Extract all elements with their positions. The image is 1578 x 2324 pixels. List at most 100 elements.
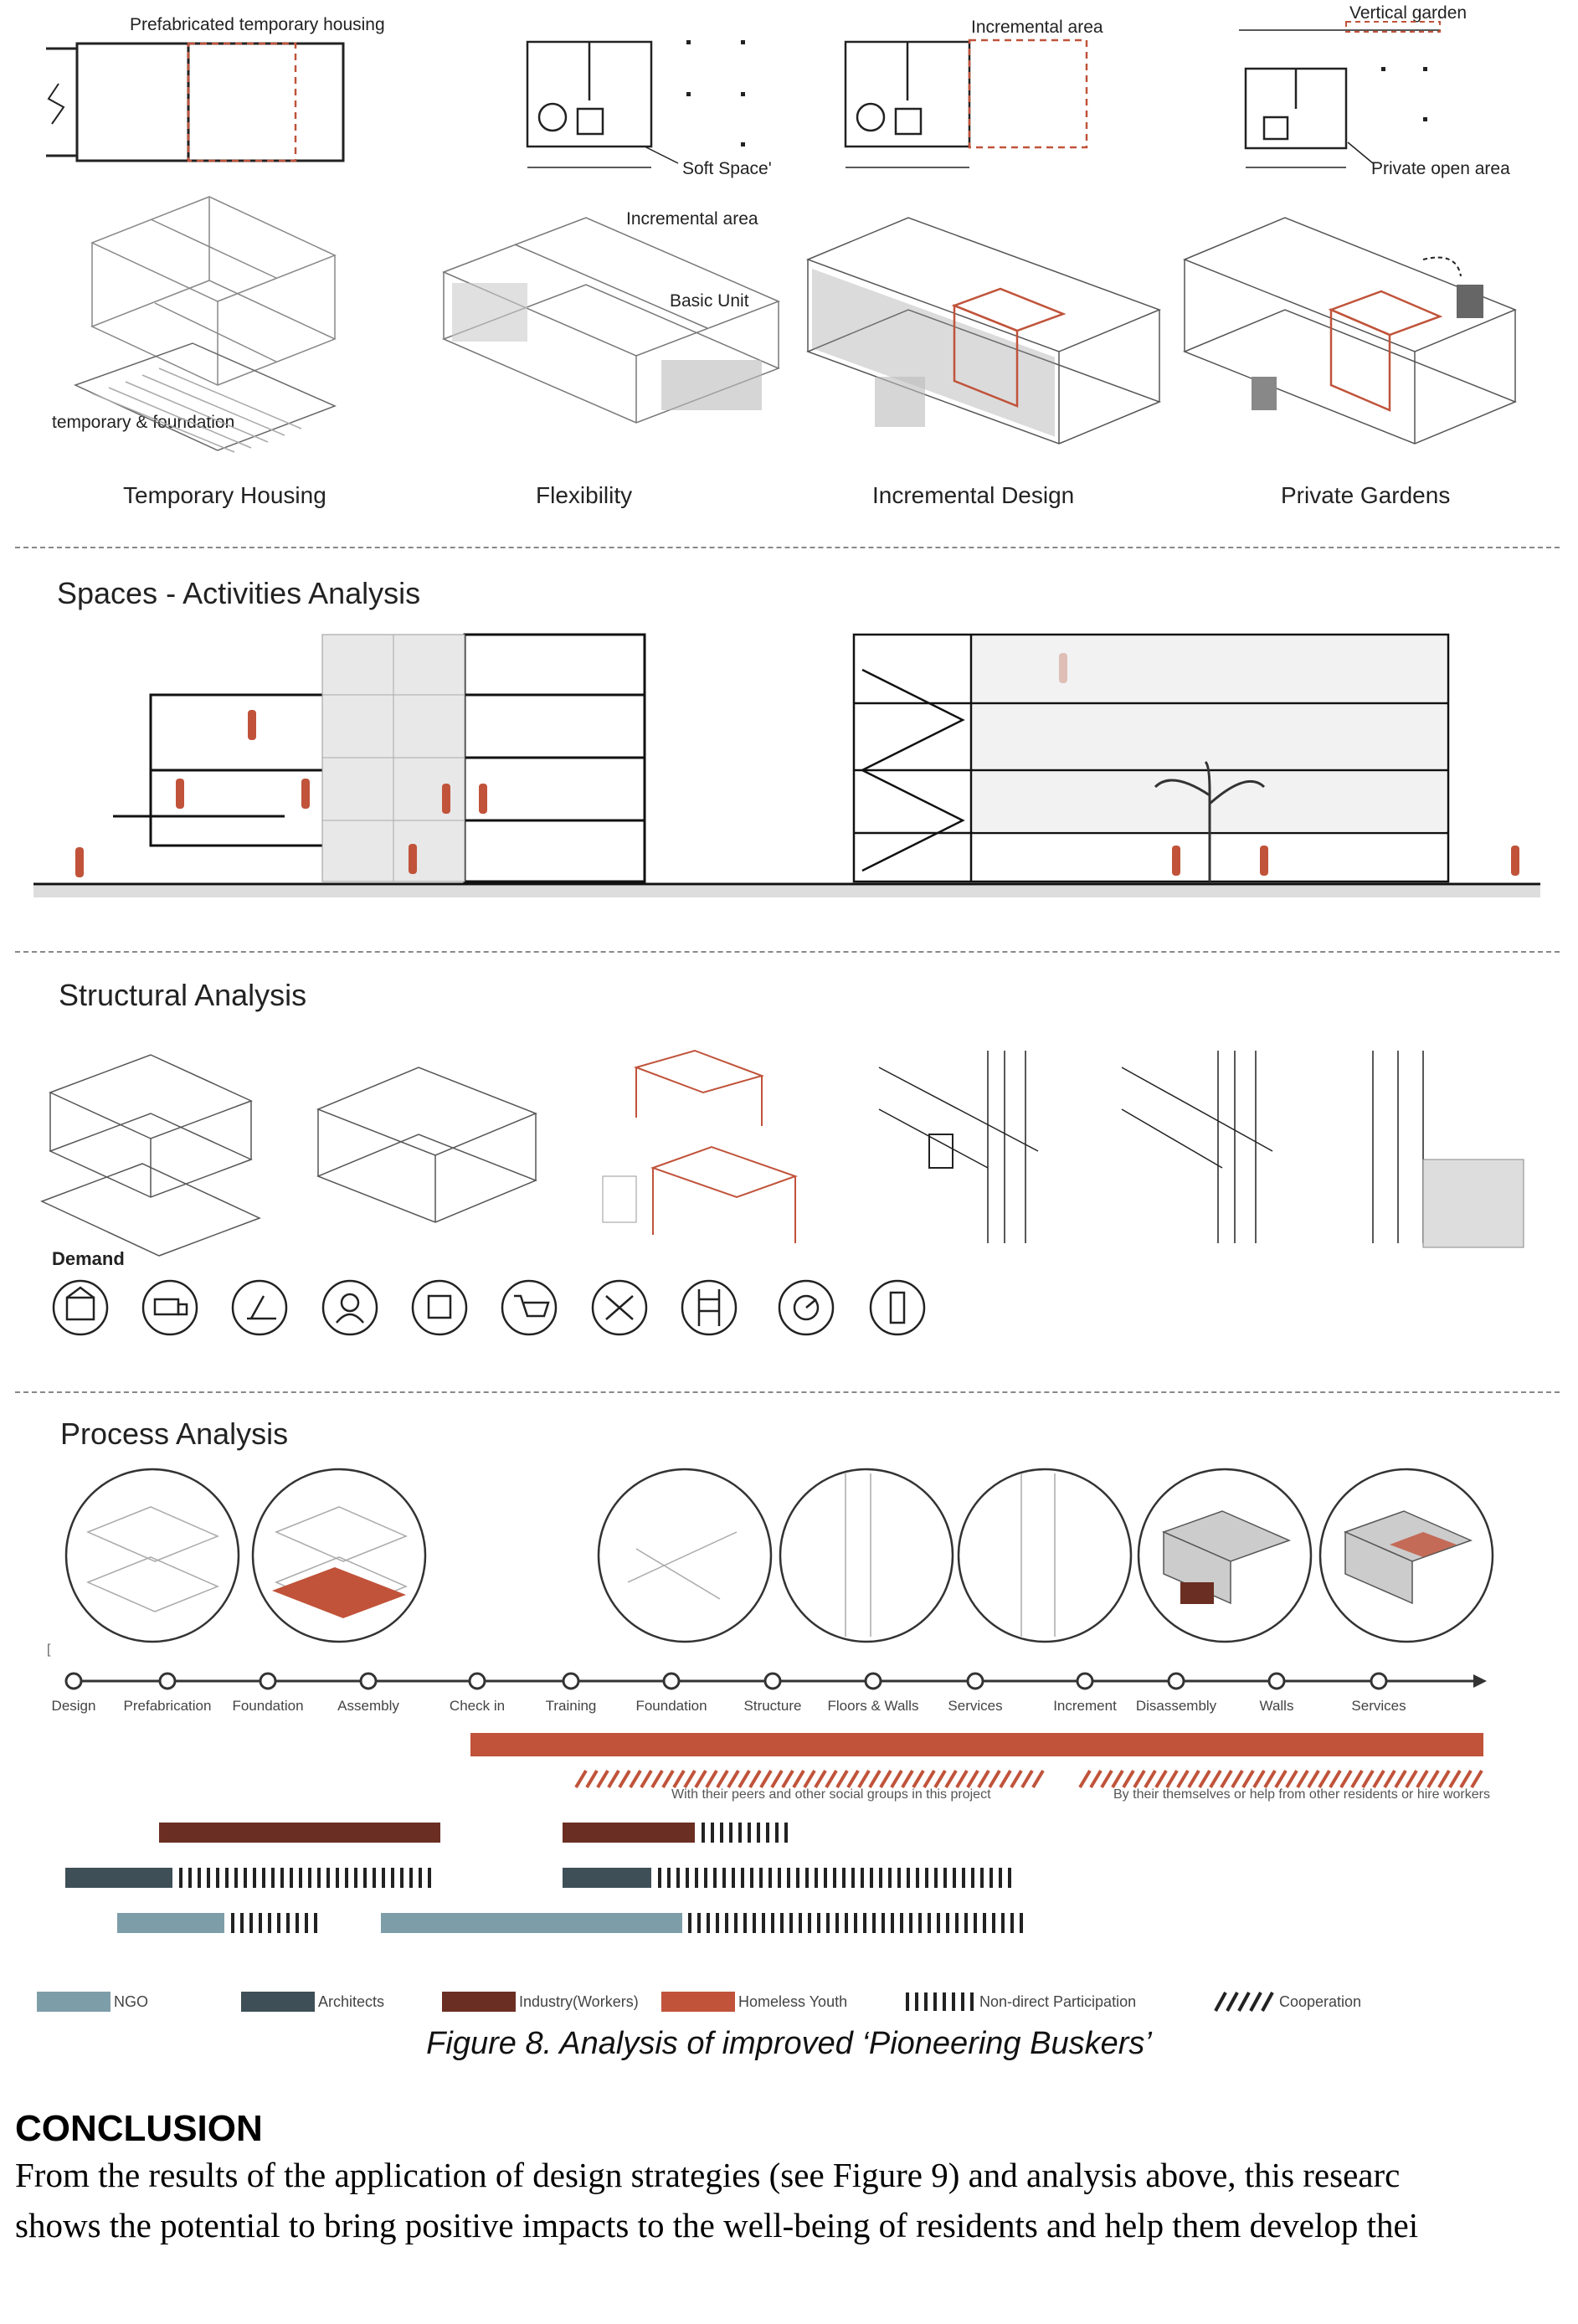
cooperation-hatch	[999, 1769, 1012, 1789]
non-direct-tick	[928, 1913, 931, 1933]
cooperation-hatch	[879, 1769, 892, 1789]
non-direct-tick	[799, 1913, 802, 1933]
non-direct-tick	[757, 1823, 760, 1843]
cooperation-hatch	[890, 1769, 903, 1789]
cooperation-hatch	[846, 1769, 860, 1789]
non-direct-tick	[851, 1868, 855, 1888]
label-prefab-housing: Prefabricated temporary housing	[130, 15, 385, 34]
non-direct-tick	[1001, 1913, 1005, 1933]
non-direct-tick	[946, 1913, 949, 1933]
non-direct-tick	[953, 1868, 956, 1888]
plan-drawings	[46, 21, 1441, 168]
non-direct-tick	[934, 1868, 938, 1888]
non-direct-tick	[667, 1868, 671, 1888]
timeline-node	[1076, 1672, 1094, 1690]
non-direct-tick	[1010, 1913, 1014, 1933]
body-text-line-1: From the results of the application of d…	[15, 2156, 1401, 2194]
cooperation-hatch	[1263, 1769, 1277, 1789]
non-direct-tick	[658, 1868, 661, 1888]
non-direct-tick	[759, 1868, 763, 1888]
non-direct-tick	[363, 1868, 367, 1888]
timeline-step-label: Prefabrication	[123, 1698, 212, 1714]
non-direct-tick	[872, 1913, 876, 1933]
cooperation-hatch	[912, 1769, 925, 1789]
non-direct-tick	[299, 1868, 302, 1888]
non-direct-tick	[428, 1868, 431, 1888]
non-direct-tick	[992, 1913, 995, 1933]
cooperation-hatch	[683, 1769, 696, 1789]
cooperation-hatch	[1220, 1769, 1233, 1789]
legend-label-industry: Industry(Workers)	[519, 1992, 639, 2010]
non-direct-tick	[762, 1913, 765, 1933]
cooperation-hatch	[607, 1769, 620, 1789]
cooperation-hatch	[596, 1769, 609, 1789]
legend-swatch-cooperation	[1214, 1992, 1274, 2012]
cooperation-hatch	[1459, 1769, 1473, 1789]
label-temporary-foundation: temporary & foundation	[52, 413, 235, 432]
caption-temporary-housing: Temporary Housing	[123, 482, 326, 508]
cooperation-hatch	[944, 1769, 958, 1789]
legend-ngo: NGO	[37, 1991, 148, 2013]
label-basic-unit: Basic Unit	[670, 291, 749, 311]
timeline-node	[1267, 1672, 1286, 1690]
non-direct-tick	[817, 1913, 820, 1933]
non-direct-tick	[253, 1868, 256, 1888]
cooperation-hatch	[1020, 1769, 1034, 1789]
non-direct-tick	[808, 1913, 811, 1933]
non-direct-tick	[216, 1868, 219, 1888]
non-direct-tick	[870, 1868, 873, 1888]
cooperation-hatch	[640, 1769, 653, 1789]
non-direct-tick	[826, 1913, 830, 1933]
label-incremental-area-top: Incremental area	[971, 18, 1103, 37]
cooperation-hatch	[1448, 1769, 1462, 1789]
cooperation-hatch	[1394, 1769, 1407, 1789]
cooperation-hatch	[988, 1769, 1001, 1789]
non-direct-tick	[882, 1913, 885, 1933]
heading-conclusion: CONCLUSION	[15, 2108, 263, 2149]
non-direct-tick	[725, 1913, 728, 1933]
cooperation-hatch	[727, 1769, 740, 1789]
non-direct-tick	[980, 1868, 984, 1888]
non-direct-tick	[268, 1913, 271, 1933]
non-direct-tick	[964, 1913, 968, 1933]
figure-caption: Figure 8. Analysis of improved ‘Pioneeri…	[426, 2026, 1152, 2061]
divider-2	[15, 951, 1560, 953]
cooperation-hatch	[1372, 1769, 1385, 1789]
non-direct-tick	[713, 1868, 717, 1888]
non-direct-tick	[925, 1868, 928, 1888]
section-title-process: Process Analysis	[60, 1417, 289, 1451]
legend-label-architects: Architects	[318, 1992, 385, 2010]
cooperation-hatch	[1241, 1769, 1255, 1789]
cooperation-hatch	[716, 1769, 729, 1789]
timeline-axis	[64, 1672, 1487, 1690]
legend-swatch-youth	[661, 1992, 735, 2012]
cooperation-hatch	[585, 1769, 599, 1789]
cooperation-hatch	[1133, 1769, 1146, 1789]
section-title-structural: Structural Analysis	[59, 978, 307, 1012]
legend-swatch-industry	[442, 1992, 516, 2012]
label-demand: Demand	[52, 1248, 125, 1269]
non-direct-tick	[753, 1913, 756, 1933]
cooperation-hatch	[748, 1769, 762, 1789]
non-direct-tick	[907, 1868, 910, 1888]
non-direct-tick	[955, 1913, 959, 1933]
legend-youth: Homeless Youth	[661, 1991, 847, 2013]
cooperation-hatch	[629, 1769, 642, 1789]
legend-label-ngo: NGO	[114, 1992, 149, 2010]
non-direct-tick	[314, 1913, 317, 1933]
non-direct-tick	[983, 1913, 986, 1933]
cooperation-hatch	[1361, 1769, 1375, 1789]
cooperation-hatch	[1165, 1769, 1179, 1789]
non-direct-tick	[400, 1868, 403, 1888]
non-direct-tick	[707, 1913, 710, 1933]
non-direct-tick	[734, 1913, 738, 1933]
caption-incremental-design: Incremental Design	[872, 482, 1075, 508]
cooperation-hatch	[1426, 1769, 1440, 1789]
non-direct-tick	[863, 1913, 866, 1933]
timeline-node	[158, 1672, 177, 1690]
timeline-step-label: Increment	[1053, 1698, 1117, 1714]
non-direct-tick	[729, 1823, 732, 1843]
cooperation-hatch	[1187, 1769, 1200, 1789]
cooperation-hatch	[792, 1769, 805, 1789]
cooperation-hatch	[977, 1769, 990, 1789]
